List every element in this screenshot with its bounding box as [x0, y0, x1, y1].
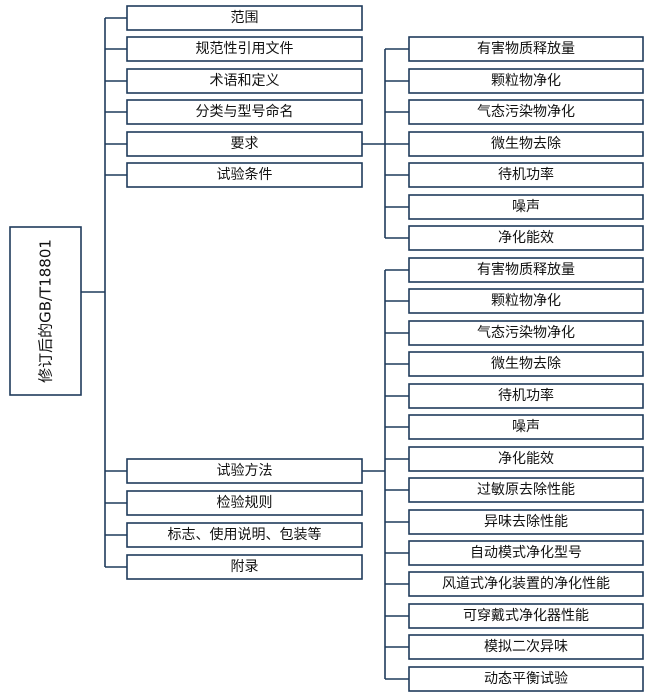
section-label: 检验规则	[217, 495, 273, 511]
child-label: 颗粒物净化	[491, 73, 561, 89]
child-node: 过敏原去除性能	[408, 477, 644, 503]
child-label: 自动模式净化型号	[470, 545, 582, 561]
child-label: 异味去除性能	[484, 514, 568, 530]
section-label: 范围	[231, 9, 259, 26]
connector-lines	[81, 17, 409, 680]
child-node: 待机功率	[408, 162, 644, 188]
child-label: 气态污染物净化	[477, 104, 575, 120]
section-node: 范围	[126, 5, 363, 31]
child-node: 气态污染物净化	[408, 99, 644, 125]
child-label: 动态平衡试验	[484, 671, 568, 687]
child-node: 异味去除性能	[408, 509, 644, 535]
child-node: 有害物质释放量	[408, 36, 644, 62]
section-label: 标志、使用说明、包装等	[168, 526, 322, 543]
child-node: 微生物去除	[408, 351, 644, 377]
child-label: 噪声	[512, 419, 540, 435]
section-node: 规范性引用文件	[126, 36, 363, 62]
child-node: 气态污染物净化	[408, 320, 644, 346]
child-label: 待机功率	[498, 387, 554, 404]
child-node: 微生物去除	[408, 131, 644, 157]
child-node: 待机功率	[408, 383, 644, 409]
child-nodes: 有害物质释放量颗粒物净化气态污染物净化微生物去除待机功率噪声净化能效有害物质释放…	[408, 36, 644, 692]
child-node: 风道式净化装置的净化性能	[408, 571, 644, 597]
child-label: 颗粒物净化	[491, 293, 561, 309]
child-label: 噪声	[512, 199, 540, 215]
child-label: 净化能效	[498, 230, 554, 246]
child-node: 净化能效	[408, 225, 644, 251]
child-node: 颗粒物净化	[408, 68, 644, 94]
child-label: 微生物去除	[491, 356, 561, 372]
section-label: 试验条件	[217, 166, 273, 183]
child-node: 模拟二次异味	[408, 634, 644, 660]
section-label: 术语和定义	[210, 73, 280, 89]
child-label: 气态污染物净化	[477, 325, 575, 341]
child-node: 有害物质释放量	[408, 257, 644, 283]
child-node: 颗粒物净化	[408, 288, 644, 314]
child-label: 可穿戴式净化器性能	[463, 608, 589, 624]
root-label: 修订后的GB/T18801	[37, 239, 55, 383]
section-node: 标志、使用说明、包装等	[126, 522, 363, 548]
section-node: 要求	[126, 131, 363, 157]
child-node: 动态平衡试验	[408, 666, 644, 692]
child-node: 净化能效	[408, 446, 644, 472]
root-node: 修订后的GB/T18801	[9, 226, 82, 396]
section-nodes: 范围规范性引用文件术语和定义分类与型号命名要求试验条件试验方法检验规则标志、使用…	[126, 5, 363, 580]
child-label: 过敏原去除性能	[477, 482, 575, 498]
child-label: 有害物质释放量	[477, 262, 575, 278]
child-label: 有害物质释放量	[477, 41, 575, 57]
child-label: 微生物去除	[491, 136, 561, 152]
section-node: 术语和定义	[126, 68, 363, 94]
child-node: 自动模式净化型号	[408, 540, 644, 566]
section-node: 附录	[126, 554, 363, 580]
child-label: 净化能效	[498, 451, 554, 467]
child-node: 噪声	[408, 414, 644, 440]
section-label: 要求	[231, 136, 259, 152]
section-label: 分类与型号命名	[196, 103, 294, 120]
section-label: 附录	[231, 559, 259, 575]
child-label: 模拟二次异味	[484, 639, 568, 655]
section-node: 分类与型号命名	[126, 99, 363, 125]
section-label: 规范性引用文件	[196, 40, 294, 57]
child-label: 待机功率	[498, 166, 554, 183]
section-node: 检验规则	[126, 490, 363, 516]
child-node: 噪声	[408, 194, 644, 220]
child-label: 风道式净化装置的净化性能	[442, 576, 610, 592]
section-label: 试验方法	[217, 463, 273, 479]
section-node: 试验条件	[126, 162, 363, 188]
section-node: 试验方法	[126, 458, 363, 484]
child-node: 可穿戴式净化器性能	[408, 603, 644, 629]
